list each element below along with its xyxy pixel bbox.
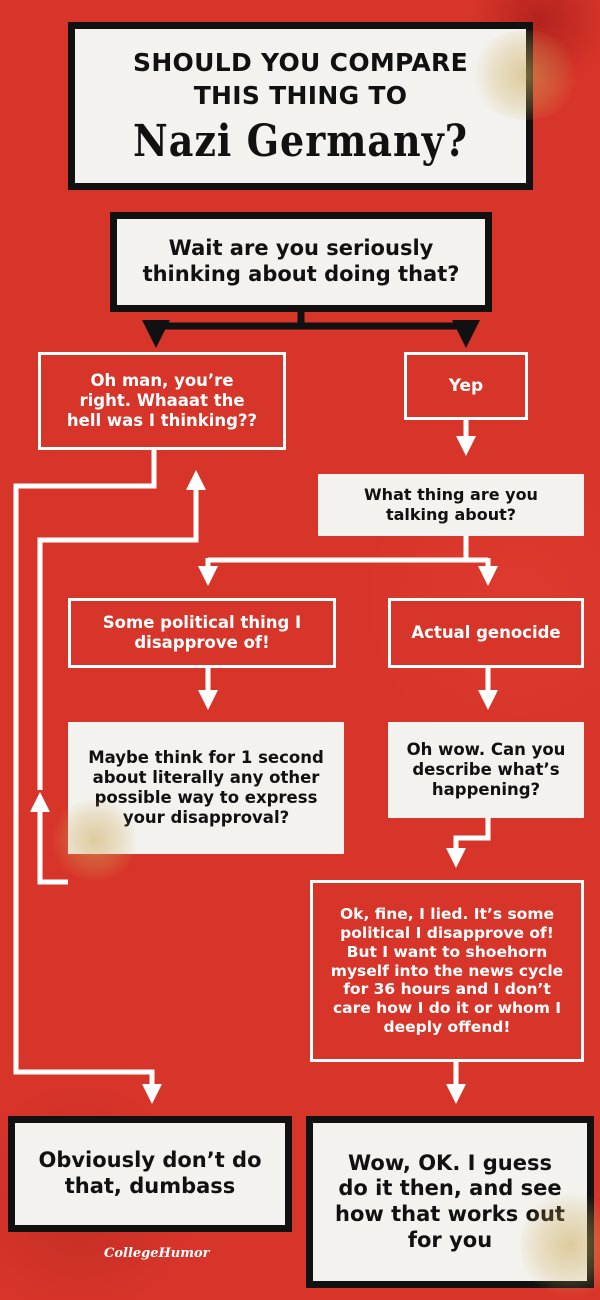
arrow-ohwow-to-lied — [446, 818, 491, 868]
start-question-box: Wait are you seriously thinking about do… — [110, 212, 492, 312]
arrow-start-split — [156, 312, 466, 330]
genocide-text: Actual genocide — [411, 622, 561, 642]
arrow-what-split — [208, 536, 488, 563]
stain-maybe — [50, 800, 140, 880]
title-line-1: SHOULD YOU COMPARE — [133, 48, 468, 78]
maybe-think-text: Maybe think for 1 second about literally… — [88, 747, 324, 828]
arrow-ohman-to-dontdo — [13, 450, 162, 1104]
what-thing-text: What thing are you talking about? — [364, 485, 538, 524]
dont-do-text: Obviously don’t do that, dumbass — [38, 1148, 262, 1198]
title-box: SHOULD YOU COMPARE THIS THING TO Nazi Ge… — [68, 22, 533, 190]
lied-box: Ok, fine, I lied. It’s some political I … — [310, 880, 584, 1062]
stain-do-it — [520, 1190, 600, 1300]
oh-wow-box: Oh wow. Can you describe what’s happenin… — [388, 722, 584, 818]
title-line-3: Nazi Germany? — [132, 114, 469, 167]
collegehumor-logo: CollegeHumor — [104, 1246, 210, 1261]
start-question-text: Wait are you seriously thinking about do… — [142, 236, 460, 286]
genocide-box: Actual genocide — [388, 598, 584, 668]
political-box: Some political thing I disapprove of! — [68, 598, 336, 668]
arrow-maybe-loop — [30, 792, 68, 885]
yep-text: Yep — [448, 375, 484, 396]
stain-title — [470, 30, 580, 120]
maybe-think-box: Maybe think for 1 second about literally… — [68, 722, 344, 854]
arrow-left-loop-up — [37, 470, 206, 790]
what-thing-box: What thing are you talking about? — [318, 474, 584, 536]
oh-wow-text: Oh wow. Can you describe what’s happenin… — [406, 739, 566, 800]
oh-man-text: Oh man, you’re right. Whaaat the hell wa… — [66, 370, 258, 431]
yep-box: Yep — [404, 352, 528, 420]
lied-text: Ok, fine, I lied. It’s some political I … — [330, 904, 564, 1037]
oh-man-box: Oh man, you’re right. Whaaat the hell wa… — [38, 352, 286, 450]
title-line-2: THIS THING TO — [193, 80, 408, 110]
political-text: Some political thing I disapprove of! — [102, 612, 302, 652]
dont-do-box: Obviously don’t do that, dumbass — [8, 1116, 292, 1232]
